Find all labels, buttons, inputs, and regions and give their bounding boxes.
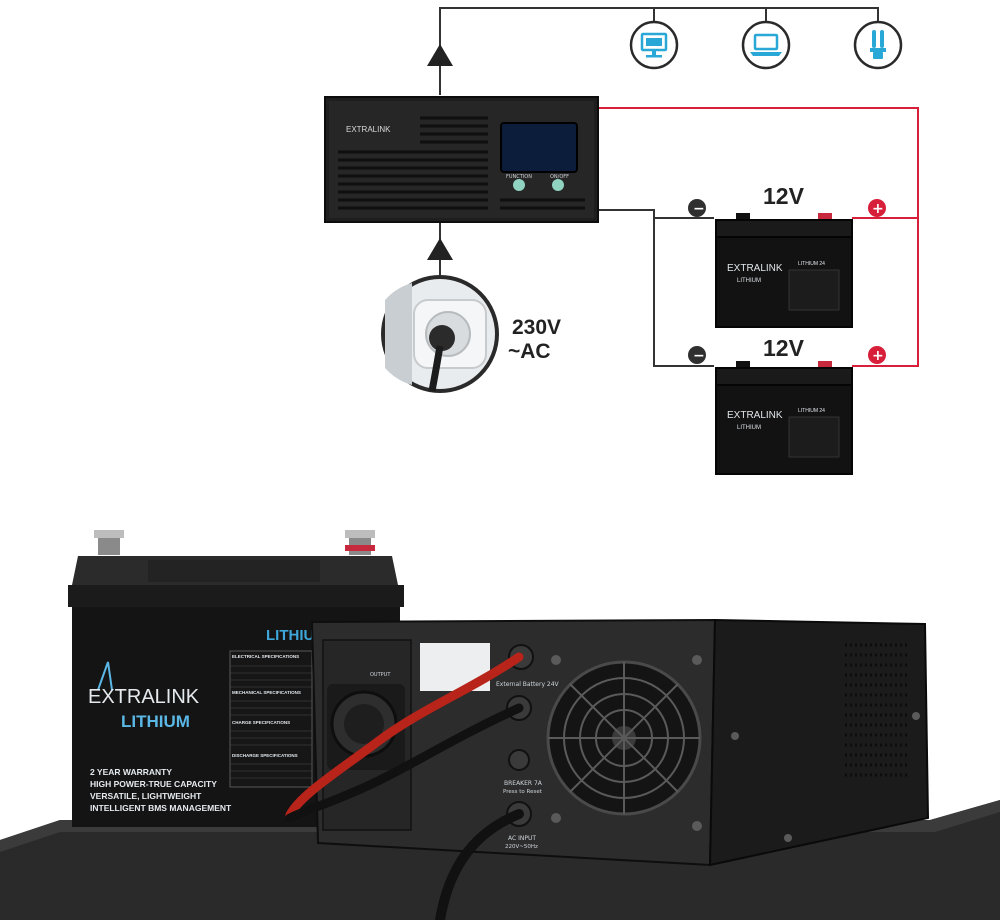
arrow-up-output (427, 44, 453, 66)
svg-text:INTELLIGENT BMS MANAGEMENT: INTELLIGENT BMS MANAGEMENT (90, 803, 232, 813)
svg-text:2 YEAR WARRANTY: 2 YEAR WARRANTY (90, 767, 172, 777)
photo-battery-features: 2 YEAR WARRANTY HIGH POWER-TRUE CAPACITY… (90, 767, 232, 813)
battery-top-voltage: 12V (763, 183, 805, 209)
photo-battery-spec-table: ELECTRICAL SPECIFICATIONS MECHANICAL SPE… (229, 650, 313, 788)
photo-cables (285, 652, 524, 920)
svg-text:+: + (872, 201, 884, 217)
svg-text:ELECTRICAL SPECIFICATIONS: ELECTRICAL SPECIFICATIONS (232, 654, 299, 659)
product-photo: LITHIUM EXTRALINK LITHIUM 2 YEAR WARRANT… (0, 530, 1000, 920)
inverter-function-button (513, 179, 525, 191)
svg-text:CHARGE SPECIFICATIONS: CHARGE SPECIFICATIONS (232, 720, 290, 725)
svg-text:HIGH POWER-TRUE CAPACITY: HIGH POWER-TRUE CAPACITY (90, 779, 217, 789)
svg-text:EXTRALINK: EXTRALINK (727, 263, 783, 274)
svg-text:DISCHARGE SPECIFICATIONS: DISCHARGE SPECIFICATIONS (232, 753, 298, 758)
battery-bottom-voltage: 12V (763, 335, 805, 361)
svg-text:LITHIUM: LITHIUM (737, 425, 761, 431)
svg-text:LITHIUM 24: LITHIUM 24 (798, 408, 825, 414)
svg-text:MECHANICAL SPECIFICATIONS: MECHANICAL SPECIFICATIONS (232, 690, 301, 695)
inverter-function-label: FUNCTION (506, 174, 532, 180)
arrow-up-input (427, 238, 453, 260)
battery-top-positive-icon (868, 199, 886, 217)
battery-bottom: 12V − + EXTRALINK LITHIUM LITHIUM 24 (688, 335, 886, 475)
battery-top: 12V − + EXTRALINK LITHIUM LITHIUM 24 (688, 183, 886, 328)
svg-text:LITHIUM: LITHIUM (737, 278, 761, 284)
mains-type-label: ~AC (508, 340, 551, 363)
battery-bottom-negative-icon (688, 346, 706, 364)
battery-top-negative-icon (688, 199, 706, 217)
inverter-onoff-button (552, 179, 564, 191)
svg-text:EXTRALINK: EXTRALINK (727, 410, 783, 421)
svg-text:BREAKER 7A: BREAKER 7A (504, 780, 543, 787)
inverter-unit: EXTRALINK FUNCTION ON/OFF (324, 96, 599, 223)
svg-text:220V~50Hz: 220V~50Hz (505, 844, 538, 850)
inverter-onoff-label: ON/OFF (550, 174, 569, 180)
svg-text:LITHIUM: LITHIUM (121, 712, 190, 731)
svg-text:+: + (872, 348, 884, 364)
photo-battery-brand: EXTRALINK (88, 686, 200, 708)
inverter-screen (500, 122, 578, 173)
svg-text:OUTPUT: OUTPUT (370, 672, 391, 678)
mains-voltage-label: 230V (512, 316, 561, 339)
svg-text:VERSATILE, LIGHTWEIGHT: VERSATILE, LIGHTWEIGHT (90, 791, 202, 801)
photo-inverter: OUTPUT External Battery 24V BREAKER 7A P… (310, 618, 930, 867)
lightbulb-icon (853, 20, 903, 70)
svg-text:External Battery 24V: External Battery 24V (496, 681, 560, 688)
monitor-icon (629, 20, 679, 70)
svg-text:−: − (693, 348, 705, 364)
svg-text:LITHIUM 24: LITHIUM 24 (798, 261, 825, 267)
battery-bottom-positive-icon (868, 346, 886, 364)
inverter-vents (338, 116, 585, 210)
svg-text:−: − (693, 201, 705, 217)
svg-text:AC INPUT: AC INPUT (508, 835, 536, 842)
photo-fan-grille (546, 660, 702, 816)
svg-text:Press to Reset: Press to Reset (503, 789, 543, 795)
mains-socket-icon (381, 275, 499, 393)
laptop-icon (741, 20, 791, 70)
wiring-lines (439, 7, 919, 367)
inverter-brand: EXTRALINK (346, 125, 391, 134)
